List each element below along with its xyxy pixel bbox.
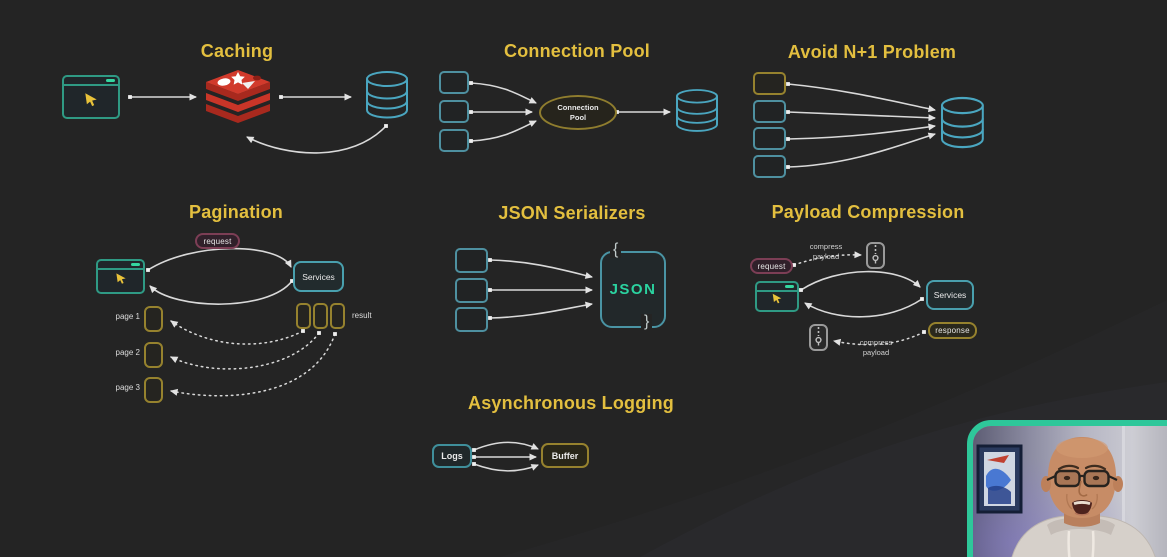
door-frame: [1122, 426, 1125, 557]
query-box: [753, 127, 786, 150]
close-brace: }: [641, 314, 653, 330]
browser-pill: [131, 263, 140, 266]
browser-pill: [785, 285, 794, 288]
client-box: [439, 129, 469, 152]
query-box: [753, 155, 786, 178]
cursor-icon: [772, 293, 782, 304]
database-cylinder-icon: [676, 89, 718, 132]
object-box: [455, 278, 488, 303]
redis-cache-icon: [206, 70, 270, 123]
presenter-webcam: [967, 420, 1167, 557]
request-badge: request: [750, 258, 793, 274]
logging-arrows: [472, 441, 539, 472]
json-label: JSON: [609, 281, 657, 298]
compressed-file-icon: [809, 324, 828, 351]
result-box: [313, 303, 328, 329]
presenter-person: [1011, 437, 1156, 557]
page-label: page 1: [115, 312, 140, 321]
async-logging-title: Asynchronous Logging: [468, 393, 674, 413]
buffer-node: Buffer: [541, 443, 589, 468]
payload-compression-title: Payload Compression: [771, 202, 965, 222]
result-label: result: [352, 311, 372, 320]
compress-payload-label: compress payload: [809, 242, 843, 262]
page-box: [144, 377, 163, 403]
browser-titlebar: [757, 283, 797, 292]
connection-pool-arrows: [469, 81, 671, 143]
browser-window-icon: [62, 75, 120, 119]
connection-pool-title: Connection Pool: [504, 41, 650, 61]
response-badge: response: [928, 322, 977, 339]
connection-pool-node: Connection Pool: [539, 95, 617, 130]
request-badge: request: [195, 233, 240, 249]
cursor-icon: [85, 93, 97, 107]
presenter-scene: [973, 426, 1167, 557]
database-cylinder-icon: [366, 71, 408, 119]
pagination-title: Pagination: [188, 202, 284, 222]
client-box: [439, 100, 469, 123]
page-label: page 2: [115, 348, 140, 357]
services-node: Services: [293, 261, 344, 292]
open-brace: {: [610, 242, 622, 258]
browser-titlebar: [64, 77, 118, 86]
caching-title: Caching: [200, 41, 274, 61]
client-box: [439, 71, 469, 94]
payload-arrows: [792, 251, 926, 346]
object-box: [455, 307, 488, 332]
page-box: [144, 342, 163, 368]
json-arrows: [488, 258, 593, 320]
logs-node: Logs: [432, 444, 472, 468]
json-serializers-title: JSON Serializers: [498, 203, 646, 223]
page-label: page 3: [115, 383, 140, 392]
compress-payload-label: compress payload: [859, 338, 893, 358]
browser-window-icon: [96, 259, 145, 294]
database-cylinder-icon: [940, 96, 984, 149]
object-box: [455, 248, 488, 273]
browser-pill: [106, 79, 115, 82]
browser-titlebar: [98, 261, 143, 270]
query-box: [753, 100, 786, 123]
caching-arrows: [128, 93, 388, 154]
page-box: [144, 306, 163, 332]
cursor-icon: [115, 273, 126, 284]
n-plus-one-title: Avoid N+1 Problem: [787, 42, 957, 62]
result-box: [330, 303, 345, 329]
n-plus-one-arrows: [786, 82, 936, 169]
compressed-file-icon: [866, 242, 885, 269]
query-box: [753, 72, 786, 95]
json-output-box: JSON: [600, 251, 666, 328]
result-box: [296, 303, 311, 329]
services-node: Services: [926, 280, 974, 310]
wall-picture: [976, 444, 1023, 514]
browser-window-icon: [755, 281, 799, 312]
